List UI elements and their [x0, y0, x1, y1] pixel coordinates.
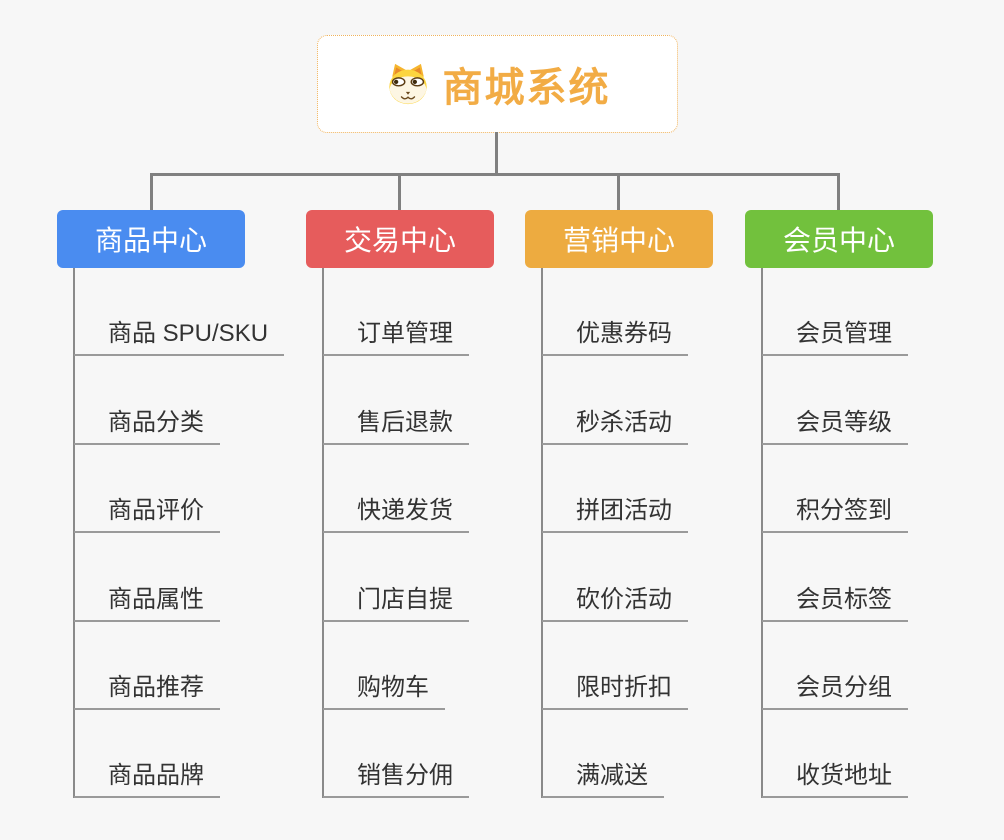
leaf-label: 商品分类	[74, 402, 220, 445]
leaf-label: 优惠券码	[542, 313, 688, 357]
connector-drop-marketing	[617, 173, 620, 211]
leaf-node[interactable]: 会员标签	[762, 533, 908, 622]
leaf-node[interactable]: 商品推荐	[74, 622, 284, 710]
leaf-label: 商品品牌	[74, 755, 220, 799]
connector-drop-member	[837, 173, 840, 211]
leaf-node[interactable]: 销售分佣	[323, 710, 469, 799]
branch-header-trade[interactable]: 交易中心	[306, 210, 494, 268]
leaf-node[interactable]: 满减送	[542, 710, 688, 799]
branch-member: 会员中心 会员管理 会员等级 积分签到 会员标签 会员分组 收货地址	[745, 210, 995, 799]
leaf-label: 商品评价	[74, 490, 220, 534]
connector-drop-trade	[398, 173, 401, 211]
leaf-node[interactable]: 快递发货	[323, 445, 469, 534]
leaf-label: 砍价活动	[542, 579, 688, 622]
leaf-label: 会员分组	[762, 667, 908, 710]
root-node[interactable]: 商城系统	[317, 35, 678, 133]
leaf-label: 商品推荐	[74, 667, 220, 710]
leaf-label: 商品 SPU/SKU	[74, 313, 285, 357]
leaf-node[interactable]: 会员等级	[762, 356, 908, 445]
leaf-node[interactable]: 商品评价	[74, 445, 284, 534]
connector-drop-product	[150, 173, 153, 211]
leaf-label: 会员管理	[762, 313, 908, 357]
branch-header-label: 会员中心	[782, 225, 895, 256]
leaf-node[interactable]: 优惠券码	[542, 268, 688, 357]
leaf-node[interactable]: 会员分组	[762, 622, 908, 710]
leaf-node[interactable]: 积分签到	[762, 445, 908, 534]
leaf-node[interactable]: 商品属性	[74, 533, 284, 622]
connector-root-stem	[495, 132, 498, 174]
leaf-label: 满减送	[542, 755, 664, 799]
leaf-label: 会员标签	[762, 579, 908, 622]
branch-header-label: 营销中心	[562, 225, 675, 256]
branch-product: 商品中心 商品 SPU/SKU 商品分类 商品评价 商品属性 商品推荐 商品品牌	[57, 210, 307, 799]
leaf-node[interactable]: 商品品牌	[74, 710, 284, 799]
branch-header-label: 商品中心	[94, 225, 207, 256]
leaf-label: 积分签到	[762, 490, 908, 534]
leaf-label: 秒杀活动	[542, 402, 688, 445]
leaf-node[interactable]: 砍价活动	[542, 533, 688, 622]
leaf-node[interactable]: 订单管理	[323, 268, 469, 357]
leaf-node[interactable]: 会员管理	[762, 268, 908, 357]
leaf-label: 门店自提	[323, 579, 469, 622]
leaf-node[interactable]: 限时折扣	[542, 622, 688, 710]
branch-trade: 交易中心 订单管理 售后退款 快递发货 门店自提 购物车 销售分佣	[306, 210, 556, 799]
leaf-node[interactable]: 售后退款	[323, 356, 469, 445]
branch-header-member[interactable]: 会员中心	[745, 210, 933, 268]
connector-rail	[150, 173, 839, 176]
leaf-label: 销售分佣	[323, 755, 469, 799]
leaf-label: 收货地址	[762, 755, 908, 799]
leaf-label: 订单管理	[323, 313, 469, 357]
leaf-node[interactable]: 商品 SPU/SKU	[74, 268, 285, 357]
leaf-node[interactable]: 拼团活动	[542, 445, 688, 534]
branch-marketing: 营销中心 优惠券码 秒杀活动 拼团活动 砍价活动 限时折扣 满减送	[525, 210, 775, 799]
leaf-node[interactable]: 商品分类	[74, 356, 284, 445]
leaf-label: 售后退款	[323, 402, 469, 445]
leaf-label: 购物车	[323, 667, 445, 710]
leaf-node[interactable]: 收货地址	[762, 710, 908, 799]
leaf-node[interactable]: 秒杀活动	[542, 356, 688, 445]
dog-face-icon	[385, 61, 431, 107]
branch-header-product[interactable]: 商品中心	[57, 210, 245, 268]
leaf-label: 商品属性	[74, 579, 220, 622]
branch-header-marketing[interactable]: 营销中心	[525, 210, 713, 268]
leaf-node[interactable]: 购物车	[323, 622, 469, 710]
leaf-label: 限时折扣	[542, 667, 688, 710]
leaf-label: 会员等级	[762, 402, 908, 445]
leaf-label: 快递发货	[323, 490, 469, 534]
leaf-label: 拼团活动	[542, 490, 688, 534]
root-title: 商城系统	[442, 66, 611, 110]
branch-header-label: 交易中心	[343, 225, 456, 256]
leaf-node[interactable]: 门店自提	[323, 533, 469, 622]
